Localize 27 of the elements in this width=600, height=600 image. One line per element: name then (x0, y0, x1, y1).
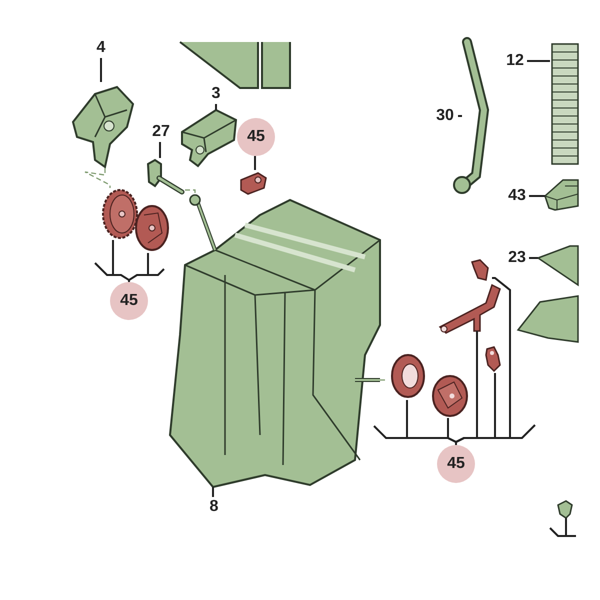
leader-line (254, 156, 256, 170)
leader-line (380, 379, 388, 381)
leader-line (185, 189, 196, 195)
callout-number: 43 (505, 186, 529, 206)
leader-line (529, 257, 538, 259)
callout-number: 12 (503, 51, 527, 71)
callout-number: 30 (432, 106, 458, 126)
leader-line (215, 104, 217, 110)
leader-line (112, 240, 130, 282)
leader-line (527, 60, 550, 62)
callout-number: 23 (505, 248, 529, 268)
leader-line (455, 373, 496, 445)
leader-line (159, 142, 161, 158)
callout-circle: 45 (237, 118, 275, 156)
callout-number: 4 (92, 38, 110, 58)
leader-line (100, 58, 102, 82)
leader-line (529, 195, 545, 197)
leader-line (458, 115, 462, 117)
callout-circle: 45 (110, 282, 148, 320)
callout-circle: 45 (437, 445, 475, 483)
callout-number: 3 (208, 84, 224, 104)
leader-line (84, 168, 111, 188)
callout-number: 27 (148, 122, 174, 142)
leader-line (447, 418, 457, 445)
callout-number: 8 (206, 497, 222, 517)
leader-line (212, 487, 214, 497)
leader-line (128, 253, 149, 282)
